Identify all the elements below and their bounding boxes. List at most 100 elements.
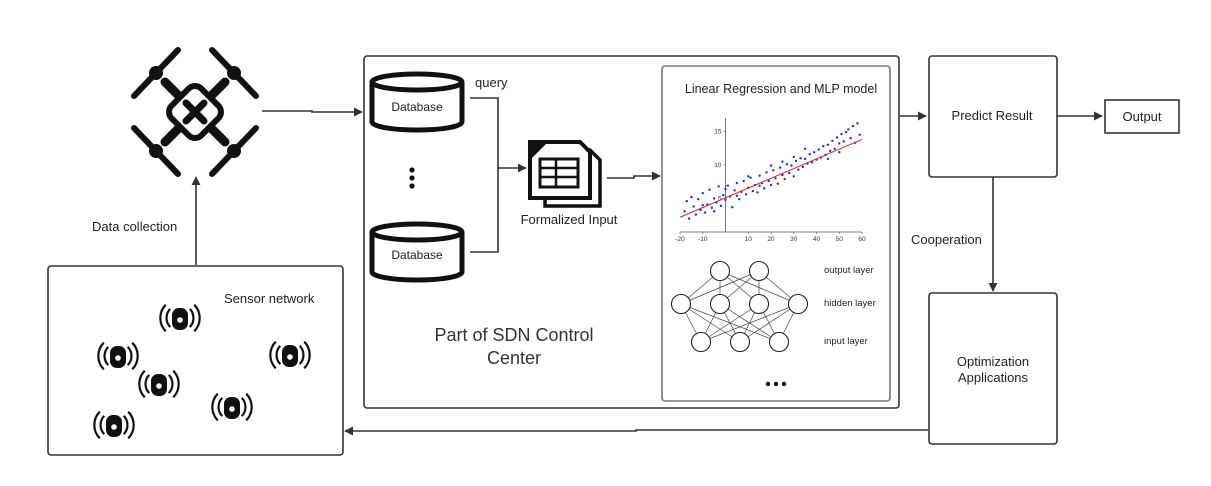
sensor-wave [245,392,253,422]
scatter-point [737,197,741,201]
sensor-wave [240,397,247,417]
scatter-point [851,124,855,128]
scatter-point [710,206,714,210]
x-tick-label: 10 [745,236,753,243]
sensor-wave [159,303,167,333]
scatter-point [781,160,784,163]
nn-node [709,293,731,315]
optimization-box [928,292,1058,445]
scatter-point [722,193,725,197]
vertical-ellipsis-icon [409,167,415,189]
scatter-point [769,164,773,167]
sensor-wave [188,308,195,328]
scatter-point [749,176,752,179]
scatter-point [781,173,784,177]
scatter-point [840,132,843,136]
scatter-point [719,204,723,208]
sensor-led [287,354,293,360]
scatter-point [833,147,836,151]
scatter-point [799,157,802,160]
scatter-point [792,175,795,178]
scatter-point [785,163,789,166]
nn-edge [739,303,799,343]
scatter-point [776,182,780,185]
sensor-wave [193,303,201,333]
sensor-led [156,383,162,389]
nn-node [748,293,770,315]
scatter-point [772,169,775,172]
scatter-point [847,128,850,131]
mlp-network [670,260,809,353]
scatter-point [826,143,830,147]
scatter-point [692,205,695,208]
sensor-wave [99,415,106,435]
scatter-point [758,184,761,187]
sensor-wave [93,410,101,440]
y-tick-label: 5 [718,195,722,202]
sensor-icon [211,392,253,422]
scatter-point [708,188,711,191]
output-box [1104,99,1180,134]
sensor-wave [211,392,219,422]
scatter-point [803,157,807,161]
scatter-point [687,217,691,220]
scatter-point [828,149,832,153]
scatter-point [849,136,852,140]
scatter-point [703,211,707,214]
formalized-input-label: Formalized Input [521,212,618,227]
scatter-point [856,122,859,125]
spreadsheet-icon [528,140,602,208]
scatter-point [783,177,786,181]
scatter-point [742,179,745,183]
scatter-point [810,161,814,164]
scatter-point [835,136,839,139]
data-collection-label: Data collection [92,219,177,234]
x-tick-label: -10 [698,236,708,243]
scatter-point [701,203,704,207]
nn-edge [680,270,760,305]
scatter-point [844,130,848,134]
sensor-wave [269,340,277,370]
nn-node [787,293,809,315]
scatter-point [717,185,720,188]
sensor-icon [159,303,201,333]
scatter-point [733,189,736,192]
sensor-led [111,424,117,430]
sensor-wave [122,415,129,435]
scatter-point [694,213,698,216]
scatter-point [817,148,820,151]
x-tick-label: 20 [767,236,775,243]
x-tick-label: 40 [813,236,821,243]
scatter-point [712,210,716,213]
scatter-point [769,183,773,187]
scatter-point [831,139,834,142]
scatter-point [762,187,766,190]
sensor-icon [138,369,180,399]
nn-edge [700,303,799,343]
scatter-point [826,157,830,161]
scatter-point [683,210,686,213]
predict-result-box [928,55,1058,178]
scatter-point [697,197,700,201]
scatter-point [765,171,768,174]
scatter-point [774,177,777,180]
sensor-group [93,303,311,440]
model-box [661,65,891,402]
cooperation-label: Cooperation [911,232,982,247]
scatter-point [801,165,805,169]
sensor-icon [269,340,311,370]
scatter-point [735,194,739,197]
regression-line [679,138,863,218]
scatter-point [790,164,793,167]
sensor-wave [138,369,146,399]
sensor-wave [131,341,139,371]
scatter-point [778,166,782,169]
output-label: Output [1122,109,1161,124]
scatter-point [842,140,845,143]
nn-node [748,260,770,282]
database-icon [369,221,465,283]
model-title: Linear Regression and MLP model [685,82,877,96]
sensor-led [177,317,183,323]
